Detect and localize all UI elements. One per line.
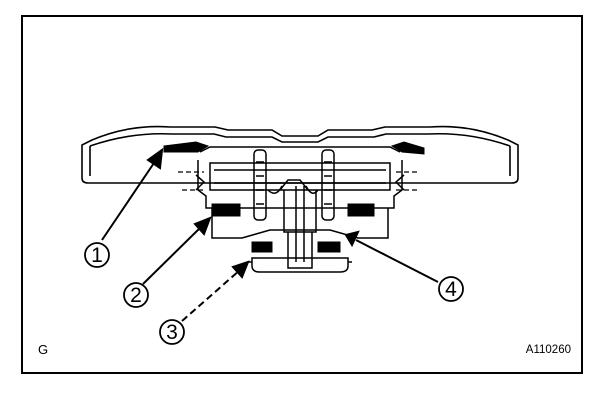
svg-text:2: 2 [130,284,142,307]
valve-stem [279,179,317,269]
callout-4: 4 [438,276,464,302]
gasket-right [390,141,425,155]
svg-text:3: 3 [166,321,178,344]
svg-text:1: 1 [91,244,103,267]
callout-1: 1 [84,242,110,268]
springs [253,149,335,221]
seals [163,141,425,253]
corner-letter: G [38,342,49,357]
lower-seal-right [317,241,341,253]
svg-text:4: 4 [445,278,457,301]
lower-plate [248,257,352,273]
lower-seal-left [251,241,273,253]
seam-lines [178,171,420,191]
figure-border [21,15,583,374]
callout-3: 3 [159,319,185,345]
upper-seal-right [347,203,375,217]
gasket-left [163,141,210,153]
cap-shell [81,125,519,184]
leader-lines [101,147,439,322]
cap-housing [195,146,405,239]
figure-id: A110260 [525,344,571,356]
upper-seal-left [211,203,241,217]
callout-2: 2 [123,282,149,308]
